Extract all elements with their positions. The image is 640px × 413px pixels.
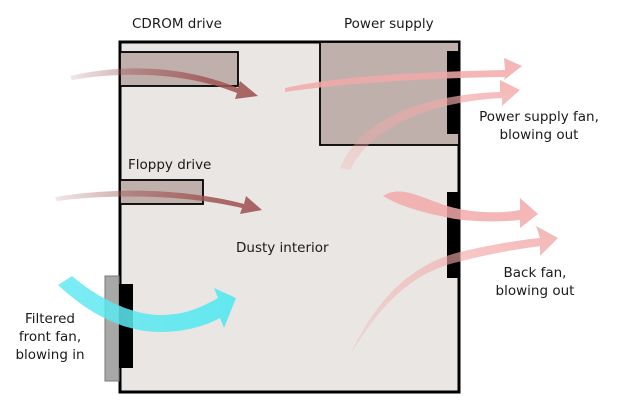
psu-fan	[447, 51, 460, 134]
front-fan-label-line3: blowing in	[15, 347, 84, 363]
front-fan-label-line2: front fan,	[19, 329, 81, 345]
cdrom-airflow-arrow	[70, 68, 258, 99]
back-exhaust-arrow-lower	[350, 226, 558, 355]
psu-exhaust-arrow-upper	[285, 58, 522, 92]
interior-label: Dusty interior	[236, 240, 329, 256]
back-exhaust-arrow-upper	[383, 191, 538, 228]
front-fan-label-line1: Filtered	[25, 311, 75, 327]
floppy-airflow-arrow	[55, 190, 262, 214]
power-supply-box	[319, 41, 460, 146]
back-fan-label-line2: blowing out	[496, 283, 575, 299]
back-fan	[447, 192, 460, 278]
power-supply-label: Power supply	[344, 16, 434, 32]
cdrom-label: CDROM drive	[132, 16, 222, 32]
psu-fan-label-line2: blowing out	[500, 127, 579, 143]
psu-fan-label-line1: Power supply fan,	[479, 109, 599, 125]
psu-exhaust-arrow-lower	[340, 80, 520, 170]
back-fan-label-line1: Back fan,	[504, 265, 567, 281]
front-fan-filter	[104, 275, 120, 382]
floppy-label: Floppy drive	[128, 157, 211, 173]
intake-airflow-arrow	[58, 276, 236, 332]
